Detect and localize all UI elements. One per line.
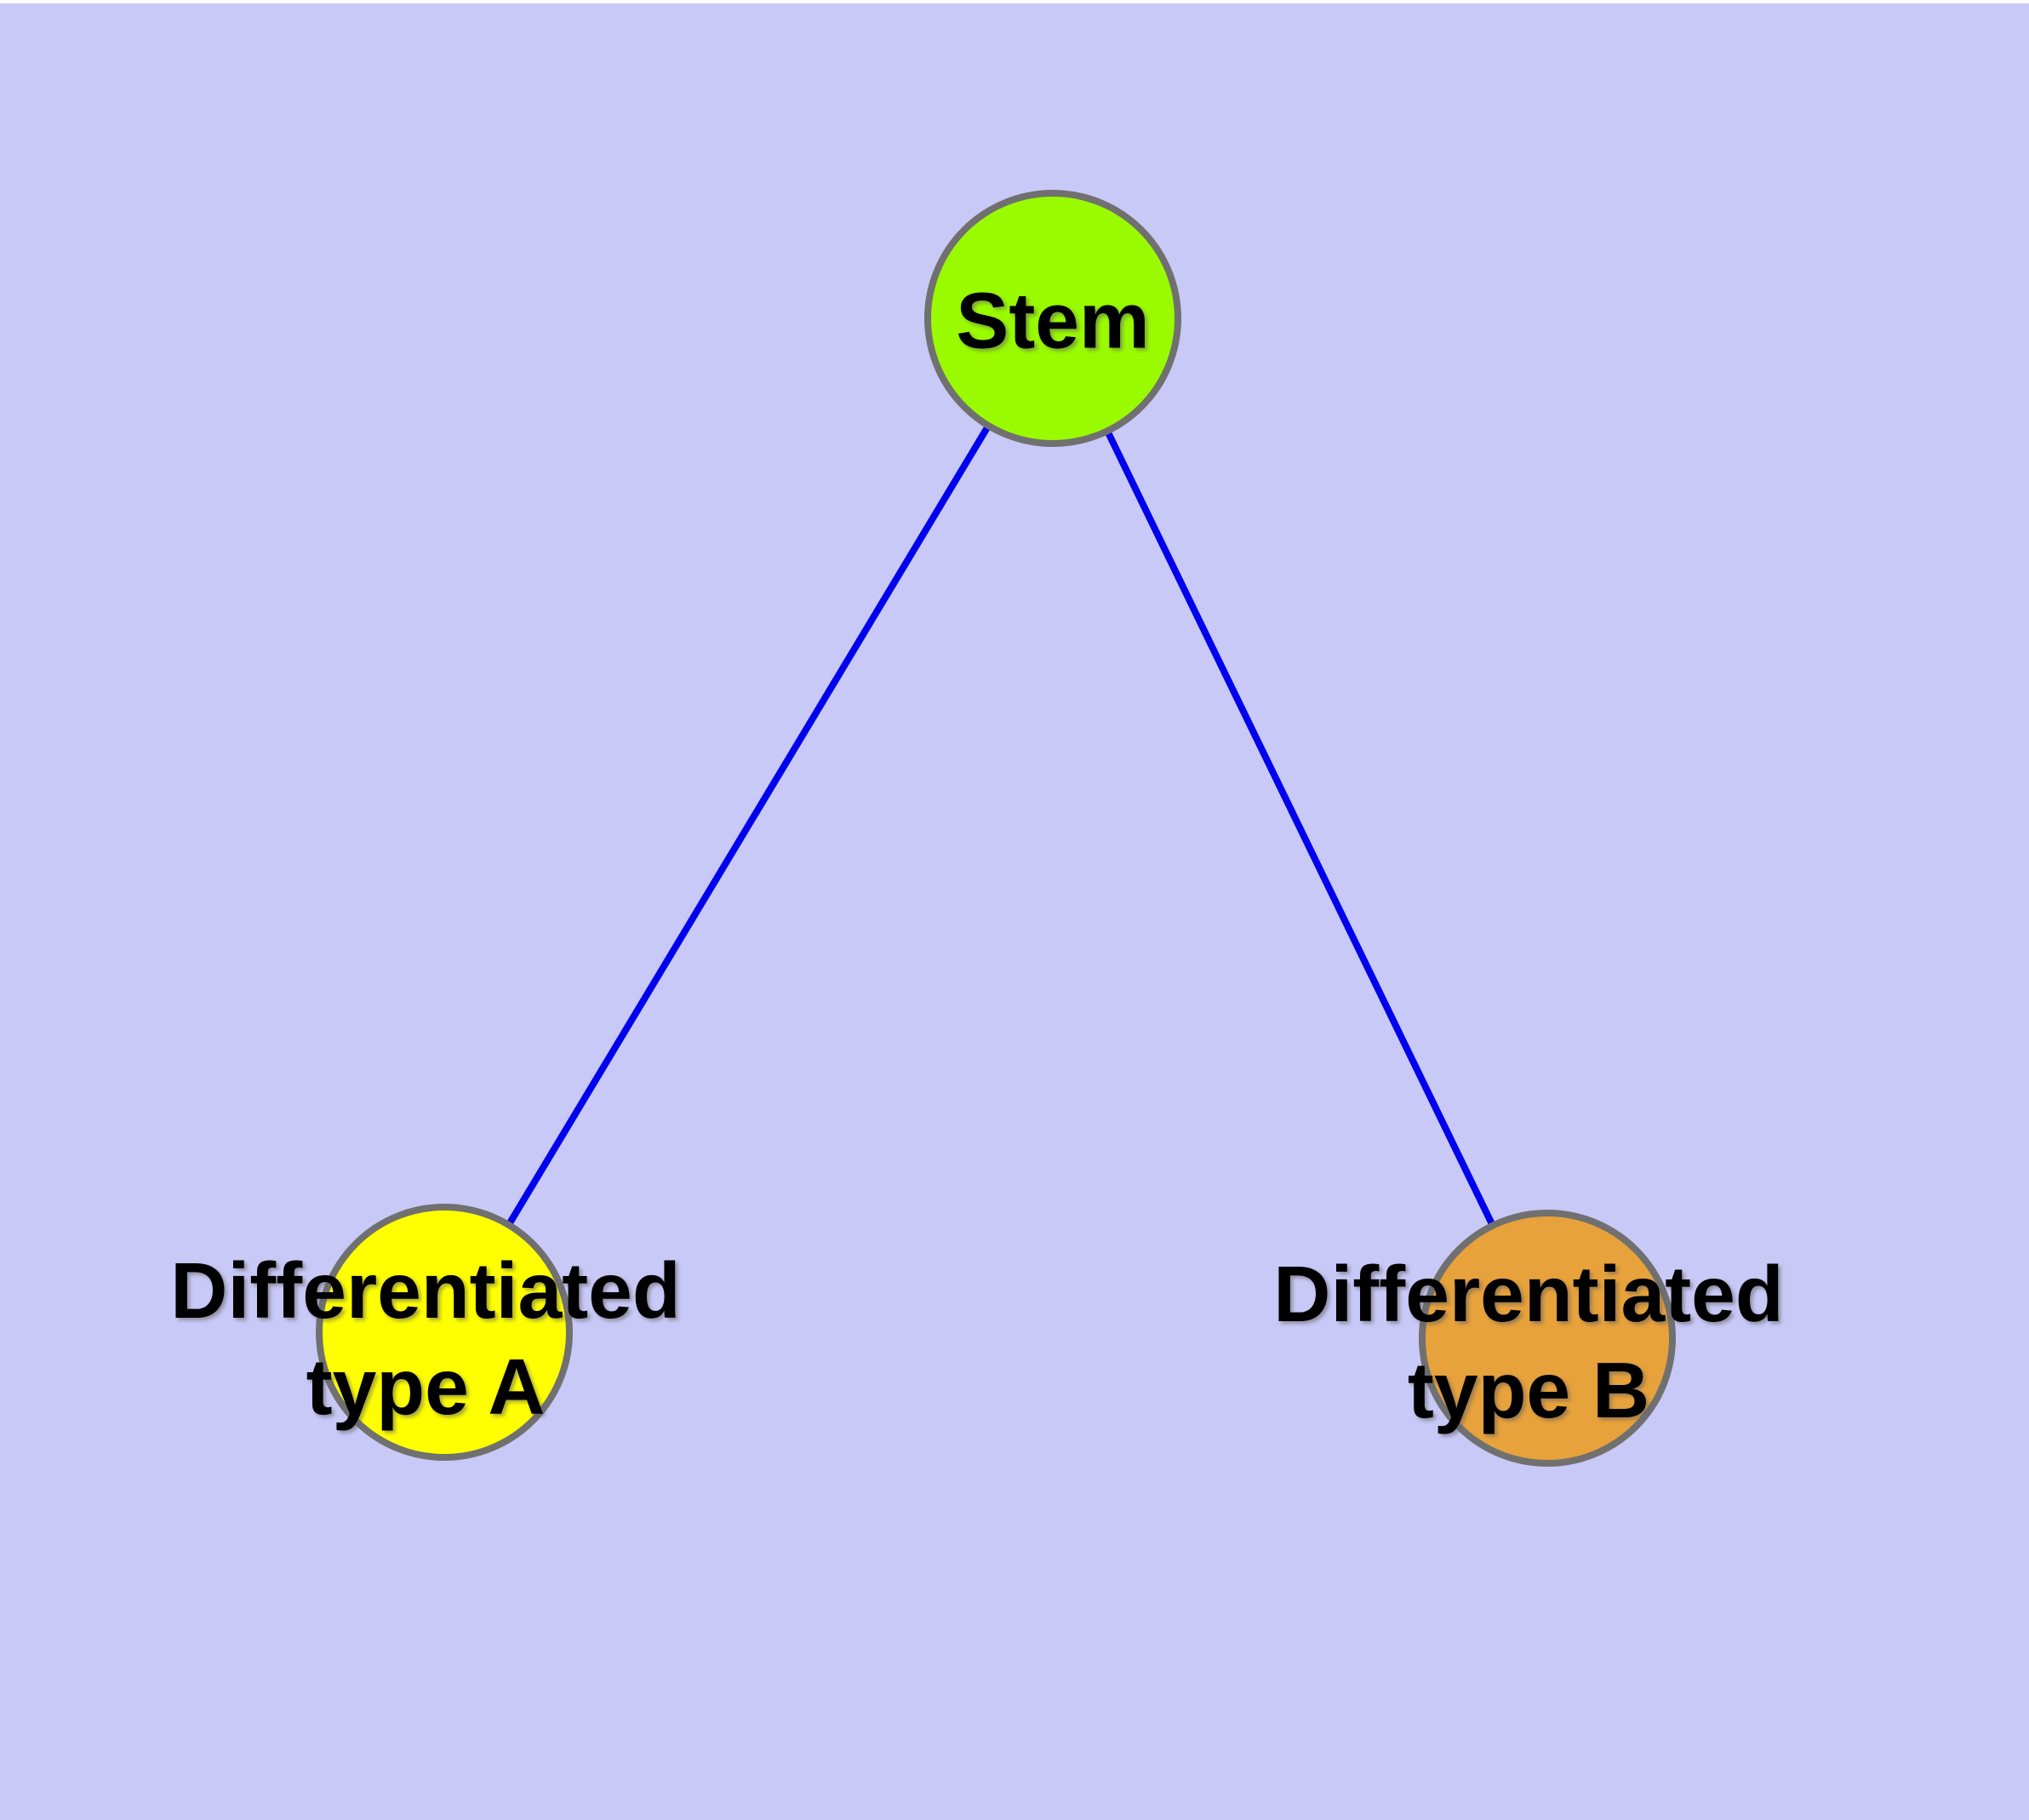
- node-type-b-label: Differentiated type B: [1273, 1246, 1783, 1439]
- node-type-b-label-line1: Differentiated: [1273, 1250, 1784, 1338]
- node-type-a-label: Differentiated type A: [170, 1243, 680, 1435]
- node-type-a-label-line2: type A: [306, 1342, 546, 1431]
- node-stem-label: Stem: [956, 276, 1150, 365]
- node-stem-circle: [924, 190, 1181, 447]
- node-type-a-label-line1: Differentiated: [170, 1246, 681, 1335]
- node-type-b-label-line2: type B: [1407, 1346, 1650, 1434]
- page-top-margin: [0, 0, 2029, 3]
- node-type-b-circle: [1419, 1210, 1676, 1467]
- edge-stem-to-type-b: [1049, 317, 1551, 1340]
- node-type-a-circle: [316, 1204, 573, 1461]
- edge-stem-to-type-a: [441, 316, 1056, 1335]
